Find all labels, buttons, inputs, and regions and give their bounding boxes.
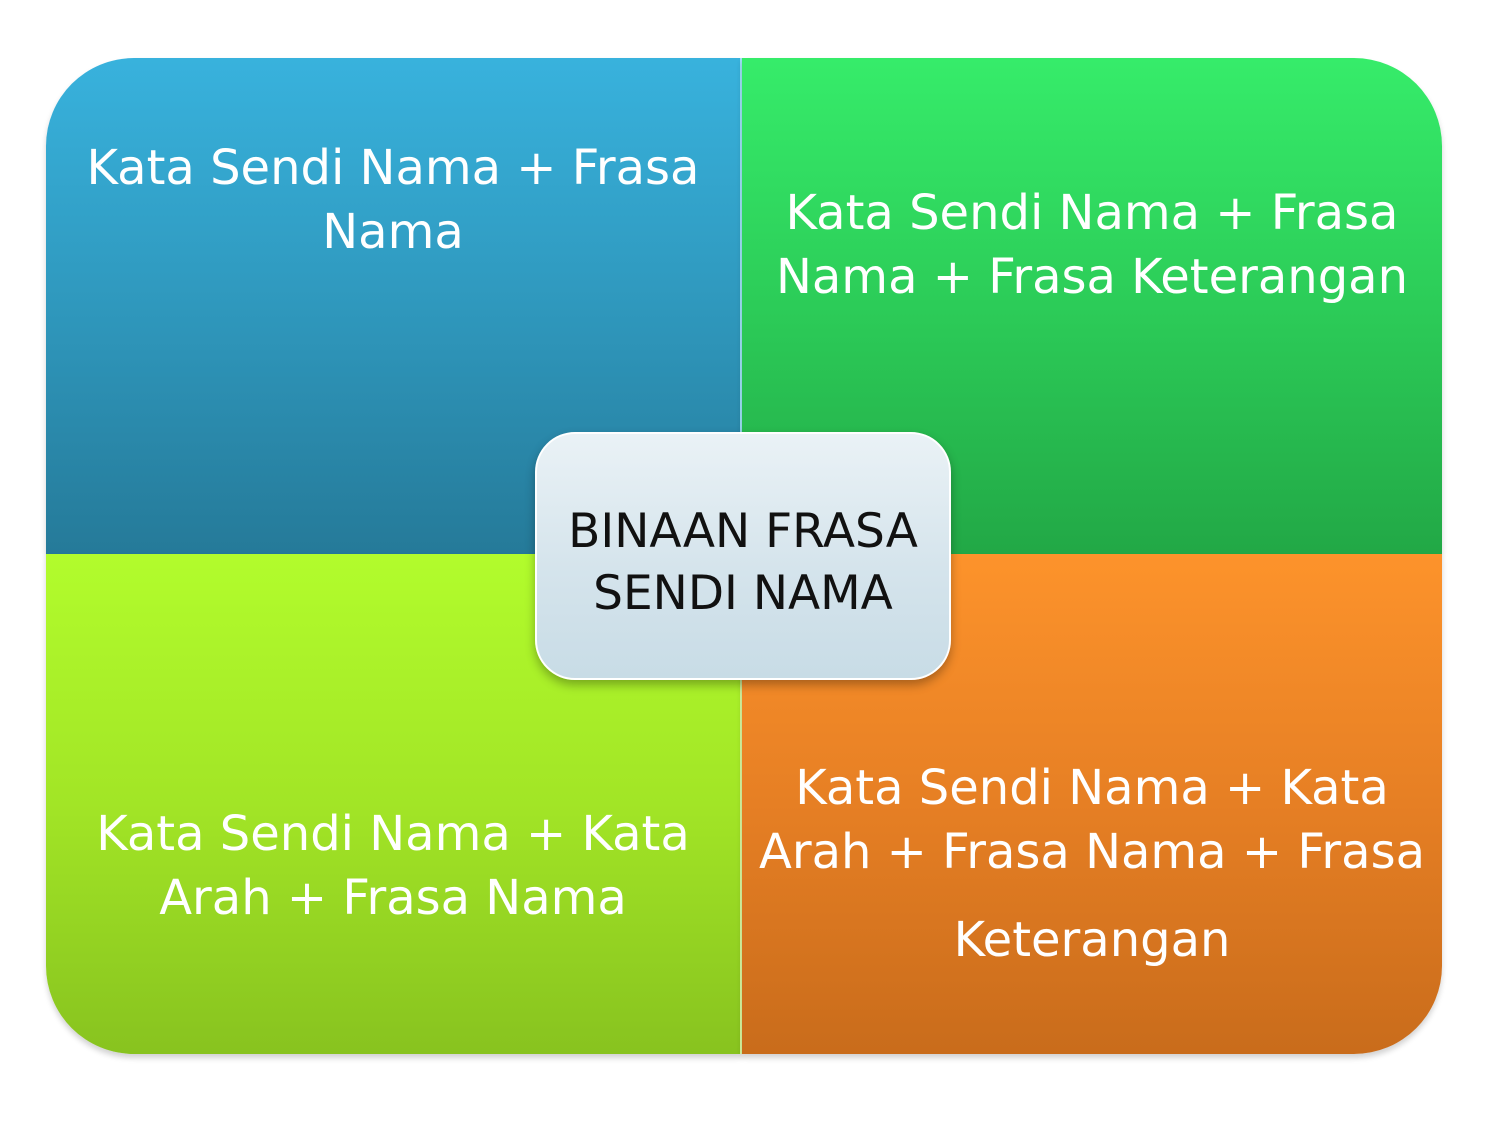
quadrant-top-right-line-2: Nama + Frasa Keterangan	[775, 249, 1408, 305]
center-title-line-2: SENDI NAMA	[593, 566, 893, 621]
quadrant-bottom-right: Kata Sendi Nama + Kata Arah + Frasa Nama…	[742, 554, 1442, 1054]
quadrant-top-left-line-2: Nama	[322, 204, 464, 260]
quadrant-bottom-left-line-1: Kata Sendi Nama + Kata	[96, 806, 690, 862]
quadrant-bottom-right-line-2: Arah + Frasa Nama + Frasa	[759, 824, 1425, 880]
quadrant-top-right-line-1: Kata Sendi Nama + Frasa	[785, 185, 1399, 241]
center-title-box: BINAAN FRASA SENDI NAMA	[535, 432, 951, 680]
quadrant-top-left: Kata Sendi Nama + Frasa Nama	[46, 58, 742, 554]
quadrant-top-left-line-1: Kata Sendi Nama + Frasa	[86, 140, 700, 196]
center-title-line-1: BINAAN FRASA	[568, 504, 918, 559]
quadrant-bottom-right-line-3: Keterangan	[953, 912, 1231, 968]
quadrant-bottom-left-line-2: Arah + Frasa Nama	[159, 870, 627, 926]
quadrant-bottom-right-line-1: Kata Sendi Nama + Kata	[795, 760, 1389, 816]
